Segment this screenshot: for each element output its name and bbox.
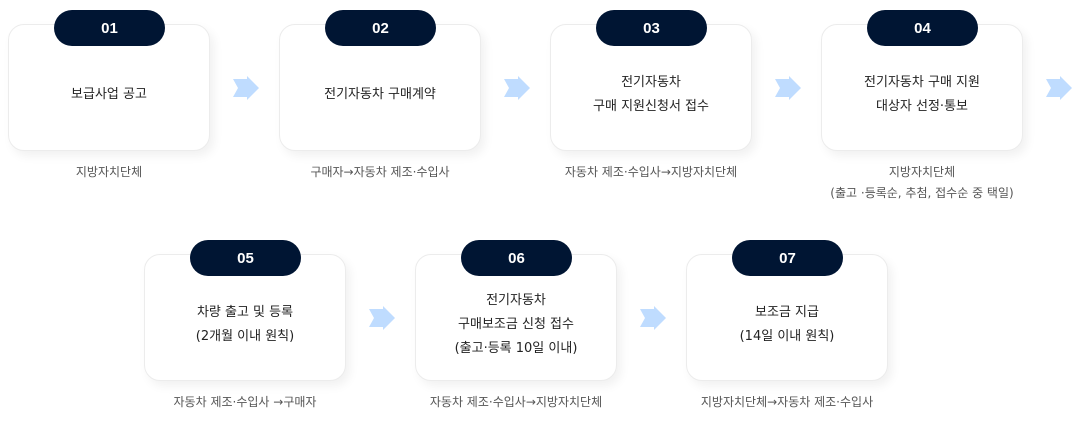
- step-title: 전기자동차: [621, 74, 681, 90]
- step-title: 대상자 선정·통보: [876, 98, 968, 114]
- step-actor: 자동차 제조·수입사→지방자치단체: [510, 162, 792, 183]
- right-arrow-icon: [640, 306, 666, 330]
- step-title: 전기자동차 구매계약: [324, 86, 436, 102]
- actor-line: (출고 ·등록순, 추첨, 접수순 중 택일): [830, 186, 1014, 200]
- step-actor: 자동차 제조·수입사→지방자치단체: [375, 392, 657, 413]
- step-actor: 자동차 제조·수입사 →구매자: [104, 392, 386, 413]
- actor-line: 지방자치단체→자동차 제조·수입사: [700, 395, 874, 409]
- right-arrow-icon: [504, 76, 530, 100]
- step-number-badge: 02: [325, 10, 436, 46]
- step-actor: 지방자치단체 (출고 ·등록순, 추첨, 접수순 중 택일): [781, 162, 1063, 204]
- step-actor: 지방자치단체: [0, 162, 250, 183]
- step-number-badge: 06: [461, 240, 572, 276]
- right-arrow-icon: [233, 76, 259, 100]
- step-title: (14일 이내 원칙): [739, 328, 835, 344]
- actor-line: 지방자치단체: [888, 165, 956, 179]
- step-number-badge: 03: [596, 10, 707, 46]
- right-arrow-icon: [369, 306, 395, 330]
- step-number-badge: 07: [732, 240, 843, 276]
- actor-line: 자동차 제조·수입사 →구매자: [173, 395, 317, 409]
- step-title: 전기자동차: [486, 292, 546, 308]
- step-number-badge: 01: [54, 10, 165, 46]
- step-actor: 구매자→자동차 제조·수입사: [239, 162, 521, 183]
- step-title: 보조금 지급: [755, 304, 819, 320]
- step-title: 전기자동차 구매 지원: [864, 74, 980, 90]
- actor-line: 지방자치단체: [75, 165, 143, 179]
- actor-line: 구매자→자동차 제조·수입사: [310, 165, 450, 179]
- right-arrow-icon: [1046, 76, 1072, 100]
- step-title: (2개월 이내 원칙): [195, 328, 295, 344]
- step-card: 전기자동차 구매보조금 신청 접수 (출고·등록 10일 이내): [415, 254, 617, 381]
- step-title: 차량 출고 및 등록: [196, 304, 294, 320]
- step-title: 구매 지원신청서 접수: [593, 98, 709, 114]
- actor-line: 자동차 제조·수입사→지방자치단체: [429, 395, 603, 409]
- step-title: 구매보조금 신청 접수: [458, 316, 574, 332]
- step-actor: 지방자치단체→자동차 제조·수입사: [646, 392, 928, 413]
- step-number-badge: 05: [190, 240, 301, 276]
- step-number-badge: 04: [867, 10, 978, 46]
- step-title: (출고·등록 10일 이내): [454, 340, 578, 356]
- actor-line: 자동차 제조·수입사→지방자치단체: [564, 165, 738, 179]
- right-arrow-icon: [775, 76, 801, 100]
- step-title: 보급사업 공고: [71, 86, 147, 102]
